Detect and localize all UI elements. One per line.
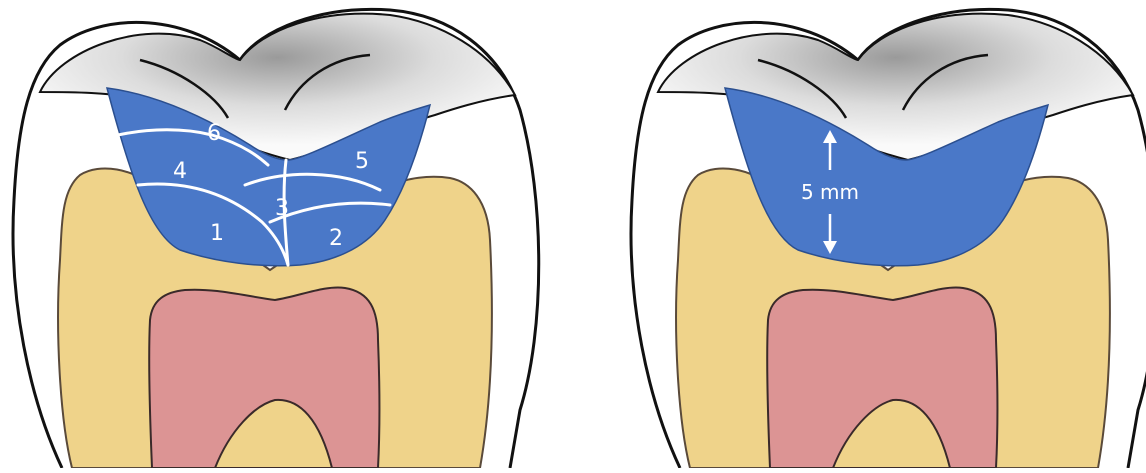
- increment-6: 6: [207, 121, 221, 146]
- right-tooth: 5 mm: [631, 9, 1146, 468]
- increment-3: 3: [275, 196, 289, 221]
- increment-1: 1: [210, 221, 224, 246]
- left-tooth: 6 4 5 3 1 2: [13, 9, 539, 468]
- increment-4: 4: [173, 159, 187, 184]
- increment-5: 5: [355, 149, 369, 174]
- increment-2: 2: [329, 226, 343, 251]
- depth-label: 5 mm: [801, 180, 859, 204]
